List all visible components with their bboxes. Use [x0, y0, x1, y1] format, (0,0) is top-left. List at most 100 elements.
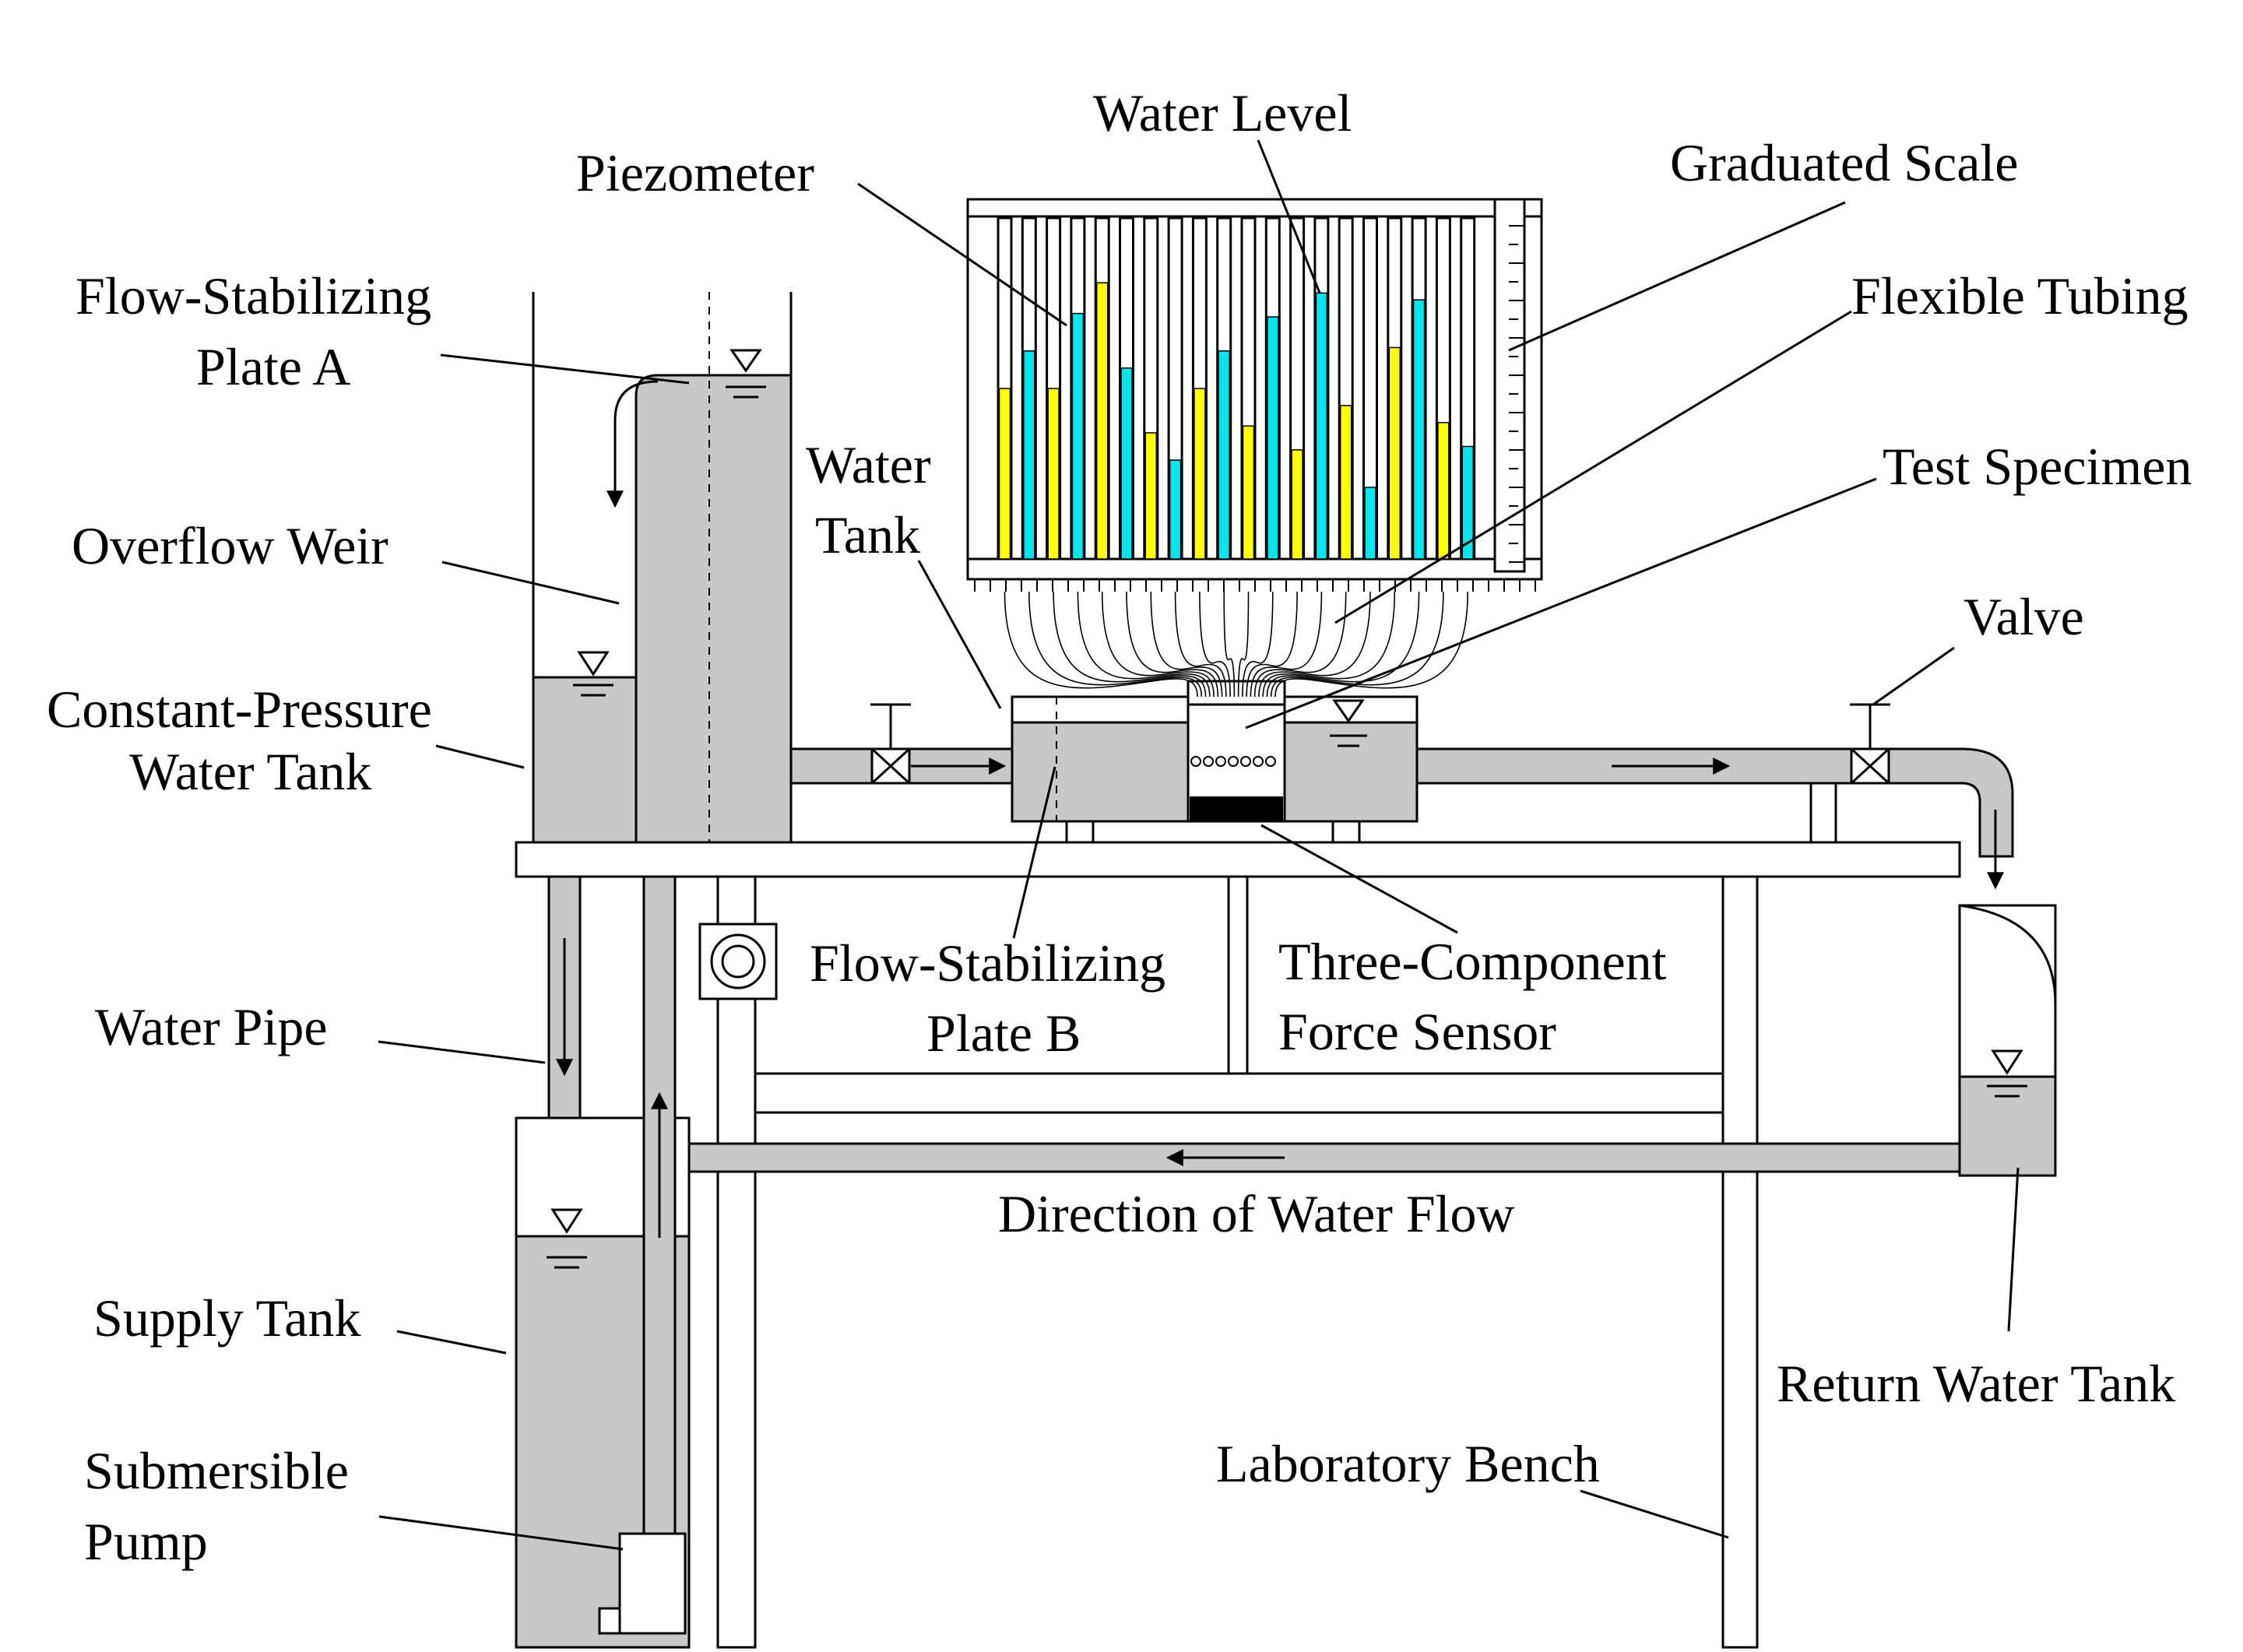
label-submersible-1: Submersible	[84, 1441, 349, 1500]
flexible-tube	[1126, 591, 1219, 698]
flexible-tube	[1053, 591, 1207, 698]
flexible-tubing	[1004, 591, 1468, 698]
flexible-tube	[1246, 591, 1298, 698]
flexible-tube	[1174, 591, 1227, 698]
piezometer-water-column	[1315, 292, 1328, 560]
label-submersible-2: Pump	[84, 1512, 208, 1571]
piezometer-tube	[1143, 216, 1159, 561]
flexible-tube	[1258, 591, 1371, 698]
piezometer-water-column	[1194, 388, 1206, 560]
label-valve: Valve	[1964, 587, 2084, 646]
inlet-pipe	[789, 703, 1014, 785]
piezometer-water-column	[1047, 388, 1060, 560]
flexible-tube	[1237, 591, 1250, 698]
piezometer-board	[966, 198, 1543, 592]
label-flow-plate-b-2: Plate B	[926, 1004, 1081, 1063]
piezometer-tube	[1094, 216, 1110, 561]
flexible-tube	[1077, 591, 1211, 698]
piezometer-water-column	[1218, 350, 1230, 560]
piezometer-water-column	[1339, 405, 1352, 560]
piezometer-water-column	[998, 388, 1011, 560]
label-test-specimen: Test Specimen	[1883, 437, 2192, 496]
label-supply-tank: Supply Tank	[93, 1288, 360, 1348]
label-return-water-tank: Return Water Tank	[1777, 1354, 2175, 1413]
label-flow-plate-a-2: Plate A	[196, 337, 350, 396]
piezometer-water-column	[1169, 459, 1182, 560]
leader-lines	[378, 139, 2020, 1551]
flexible-tube	[1266, 591, 1420, 698]
piezometer-water-column	[1291, 449, 1303, 560]
flexible-tube	[1150, 591, 1223, 698]
return-pipe	[684, 1142, 1961, 1173]
return-water-tank	[1958, 904, 2057, 1177]
test-specimen-section	[1187, 680, 1286, 823]
downstream-water-tank	[1283, 695, 1419, 844]
flexible-tube	[1028, 591, 1203, 698]
label-graduated-scale: Graduated Scale	[1670, 133, 2018, 192]
flexible-tube	[1262, 591, 1396, 698]
label-flow-plate-a-1: Flow-Stabilizing	[76, 266, 431, 325]
water-pipe-up	[642, 875, 677, 1544]
label-water-pipe: Water Pipe	[95, 997, 328, 1056]
label-flow-plate-b-1: Flow-Stabilizing	[810, 933, 1165, 993]
piezometer-water-column	[1144, 432, 1158, 560]
label-force-sensor-1: Three-Component	[1278, 932, 1667, 991]
piezometer-tube	[1070, 216, 1086, 561]
pressure-taps	[1190, 756, 1276, 767]
water-pipe-down	[547, 875, 582, 1119]
flexible-tube	[1101, 591, 1215, 698]
labels: Piezometer Water Level Graduated Scale F…	[47, 83, 2192, 1571]
water-tank	[1011, 695, 1190, 844]
piezometer-tube	[1338, 216, 1354, 561]
piezometer-water-column	[1242, 425, 1255, 560]
piezometer-water-column	[1071, 312, 1085, 560]
piezometer-water-column	[1267, 316, 1279, 560]
three-component-force-sensor	[1190, 796, 1283, 821]
flexible-tube	[1199, 591, 1231, 698]
label-force-sensor-2: Force Sensor	[1278, 1002, 1556, 1061]
piezometer-water-column	[1095, 282, 1109, 560]
label-laboratory-bench: Laboratory Bench	[1216, 1434, 1600, 1493]
piezometer-tube	[1119, 216, 1134, 561]
piezometer-tube	[1411, 216, 1427, 561]
piezometer-tube	[1435, 216, 1451, 561]
piezometer-water-column	[1120, 367, 1133, 560]
piezometer-tube	[1167, 216, 1183, 561]
piezometer-tube	[997, 216, 1013, 561]
label-water-tank-1: Water	[806, 435, 931, 494]
flexible-tube	[1004, 591, 1198, 698]
piezometer-tube	[1021, 216, 1037, 561]
laboratory-bench	[515, 841, 1961, 1649]
piezometer-tube	[1460, 216, 1476, 561]
piezometer-tube	[1289, 216, 1306, 561]
label-constant-pressure-2: Water Tank	[129, 742, 371, 801]
flexible-tube	[1223, 591, 1236, 698]
piezometer-water-column	[1437, 422, 1450, 560]
piezometer-tube	[1240, 216, 1257, 561]
label-direction-of-flow: Direction of Water Flow	[998, 1184, 1515, 1243]
submersible-pump	[598, 1532, 687, 1635]
flexible-tube	[1274, 591, 1468, 698]
outlet-pipe	[1415, 703, 2014, 890]
piezometer-tube	[1362, 216, 1378, 561]
piezometer-water-column	[1388, 346, 1401, 560]
flexible-tube	[1242, 591, 1274, 698]
piezometer-tube	[1046, 216, 1062, 561]
piezometer-tube	[1387, 216, 1403, 561]
piezometer-tube	[1313, 216, 1330, 561]
flexible-tube	[1253, 591, 1347, 698]
piezometer-water-column	[1364, 487, 1376, 560]
label-flexible-tubing: Flexible Tubing	[1851, 266, 2189, 325]
label-piezometer: Piezometer	[576, 143, 814, 202]
piezometer-water-column	[1461, 445, 1474, 560]
label-constant-pressure-1: Constant-Pressure	[47, 680, 432, 739]
piezometer-water-column	[1412, 299, 1426, 560]
piezometer-tube	[1191, 216, 1208, 561]
constant-pressure-water-tank	[532, 292, 793, 844]
piezometer-tube	[1264, 216, 1281, 561]
flexible-tube	[1250, 591, 1323, 698]
graduated-scale	[1493, 198, 1526, 573]
piezometer-tube	[1216, 216, 1232, 561]
piezometer-water-column	[1023, 350, 1035, 560]
